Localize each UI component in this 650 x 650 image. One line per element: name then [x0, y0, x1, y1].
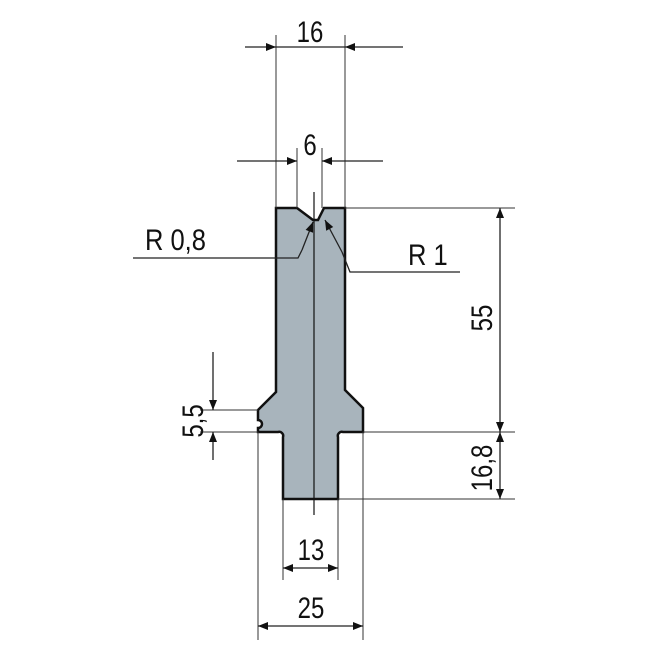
dim-label-height: 55 [464, 305, 498, 332]
dim-label-flange-height: 5,5 [175, 404, 209, 437]
dim-label-radius-left: R 0,8 [145, 223, 206, 256]
dim-height: 55 [338, 207, 515, 500]
dim-label-shank-width: 13 [298, 532, 325, 566]
dim-label-v-opening: 6 [303, 127, 316, 161]
dim-flange-width: 25 [257, 432, 364, 640]
dim-radius-left: R 0,8 [133, 221, 314, 259]
tool-profile [256, 206, 365, 501]
dim-label-top-width: 16 [297, 14, 324, 48]
dim-label-shank-height: 16,8 [464, 445, 498, 492]
dim-radius-right: R 1 [324, 219, 460, 273]
dim-label-flange-width: 25 [298, 590, 325, 624]
dim-flange-height: 5,5 [175, 352, 258, 460]
dim-shank-width: 13 [282, 499, 339, 580]
dim-shank-height: 16,8 [464, 432, 504, 499]
dim-top-width: 16 [245, 14, 403, 208]
dim-v-opening: 6 [237, 127, 383, 208]
dim-label-radius-right: R 1 [408, 238, 448, 271]
